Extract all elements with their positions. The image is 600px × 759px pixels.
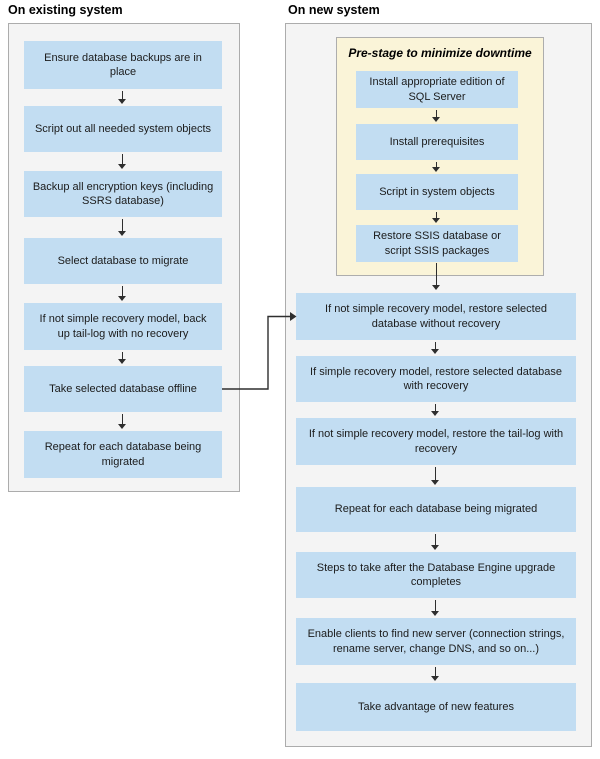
flow-step-backup-encryption-keys: Backup all encryption keys (including SS… <box>24 171 222 217</box>
flow-step-backups-in-place: Ensure database backups are in place <box>24 41 222 89</box>
flow-step-install-sql-server: Install appropriate edition of SQL Serve… <box>356 71 518 108</box>
arrow-down-icon <box>431 404 440 416</box>
arrow-down-icon <box>118 352 127 364</box>
flow-step-repeat-new: Repeat for each database being migrated <box>296 487 576 532</box>
arrow-down-icon <box>432 110 441 122</box>
arrow-down-icon <box>432 263 441 290</box>
flow-step-tail-log-backup: If not simple recovery model, back up ta… <box>24 303 222 350</box>
flow-step-script-in-objects: Script in system objects <box>356 174 518 210</box>
arrow-down-icon <box>431 534 440 550</box>
arrow-down-icon <box>118 286 127 301</box>
flow-step-restore-tail-log: If not simple recovery model, restore th… <box>296 418 576 465</box>
new-system-title: On new system <box>288 3 380 17</box>
arrow-down-icon <box>432 162 441 172</box>
flow-step-new-features: Take advantage of new features <box>296 683 576 731</box>
arrow-down-icon <box>118 154 127 169</box>
prestage-title: Pre-stage to minimize downtime <box>348 46 532 60</box>
flow-step-restore-ssis: Restore SSIS database or script SSIS pac… <box>356 225 518 262</box>
existing-system-title: On existing system <box>8 3 123 17</box>
flow-step-select-database: Select database to migrate <box>24 238 222 284</box>
arrow-down-icon <box>431 467 440 485</box>
flow-step-script-system-objects: Script out all needed system objects <box>24 106 222 152</box>
flow-step-install-prerequisites: Install prerequisites <box>356 124 518 160</box>
flow-step-repeat-existing: Repeat for each database being migrated <box>24 431 222 478</box>
arrow-down-icon <box>431 667 440 681</box>
arrow-down-icon <box>432 212 441 223</box>
arrow-down-icon <box>118 414 127 429</box>
flow-step-restore-with-recovery: If simple recovery model, restore select… <box>296 356 576 402</box>
flow-step-restore-without-recovery: If not simple recovery model, restore se… <box>296 293 576 340</box>
arrow-down-icon <box>118 219 127 236</box>
arrow-down-icon <box>431 342 440 354</box>
elbow-connector-arrow <box>222 312 297 390</box>
flow-step-take-offline: Take selected database offline <box>24 366 222 412</box>
arrow-down-icon <box>118 91 127 104</box>
flow-step-post-upgrade-steps: Steps to take after the Database Engine … <box>296 552 576 598</box>
arrow-down-icon <box>431 600 440 616</box>
flow-step-enable-clients: Enable clients to find new server (conne… <box>296 618 576 665</box>
